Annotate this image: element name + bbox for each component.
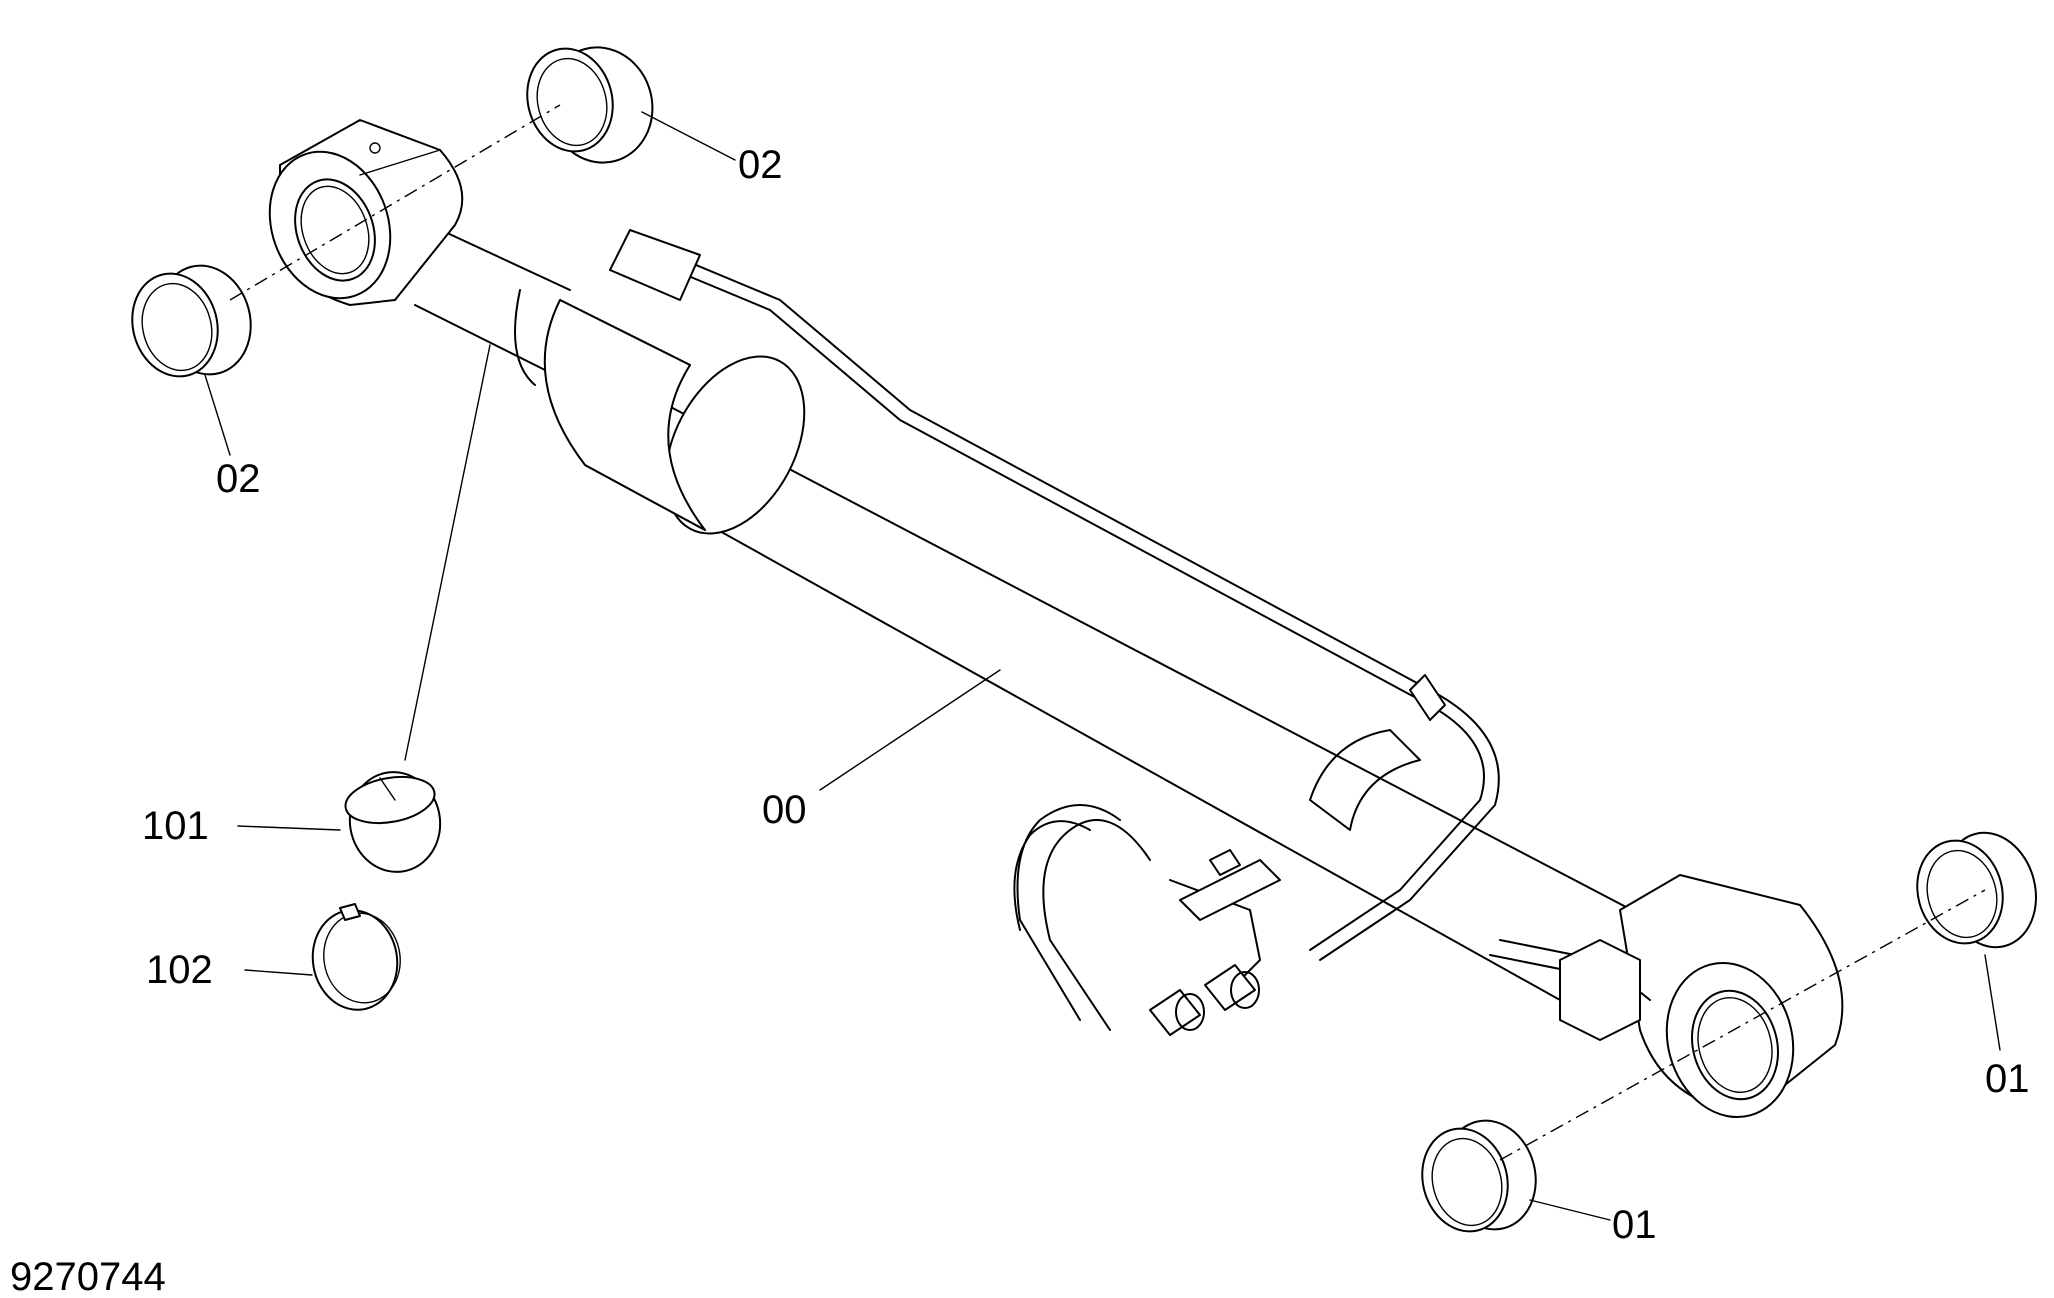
rod-eye — [268, 119, 464, 306]
bushing-02-left — [131, 264, 252, 378]
cylinder-base-eye — [1619, 874, 1844, 1119]
split-ring-101 — [344, 771, 442, 873]
drawing-number: 9270744 — [10, 1255, 166, 1298]
bushing-02-top — [526, 46, 654, 164]
callout-01-right: 01 — [1985, 1057, 2030, 1101]
leader-lines — [204, 111, 2001, 1221]
hydraulic-lines — [1013, 804, 1651, 1041]
cylinder-assembly — [268, 119, 1844, 1119]
bushing-01-right — [1916, 831, 2037, 949]
snap-ring-102 — [311, 903, 401, 1011]
pin-axis-top — [229, 104, 561, 301]
bushing-01-bottom — [1421, 1119, 1537, 1233]
callout-102: 102 — [146, 948, 213, 992]
callout-101: 101 — [142, 804, 209, 848]
callout-02-left: 02 — [216, 457, 261, 501]
callout-02-top: 02 — [738, 143, 783, 187]
callout-01-bottom: 01 — [1612, 1203, 1657, 1247]
callout-00: 00 — [762, 788, 807, 832]
pin-axis-bottom — [1499, 889, 1986, 1161]
